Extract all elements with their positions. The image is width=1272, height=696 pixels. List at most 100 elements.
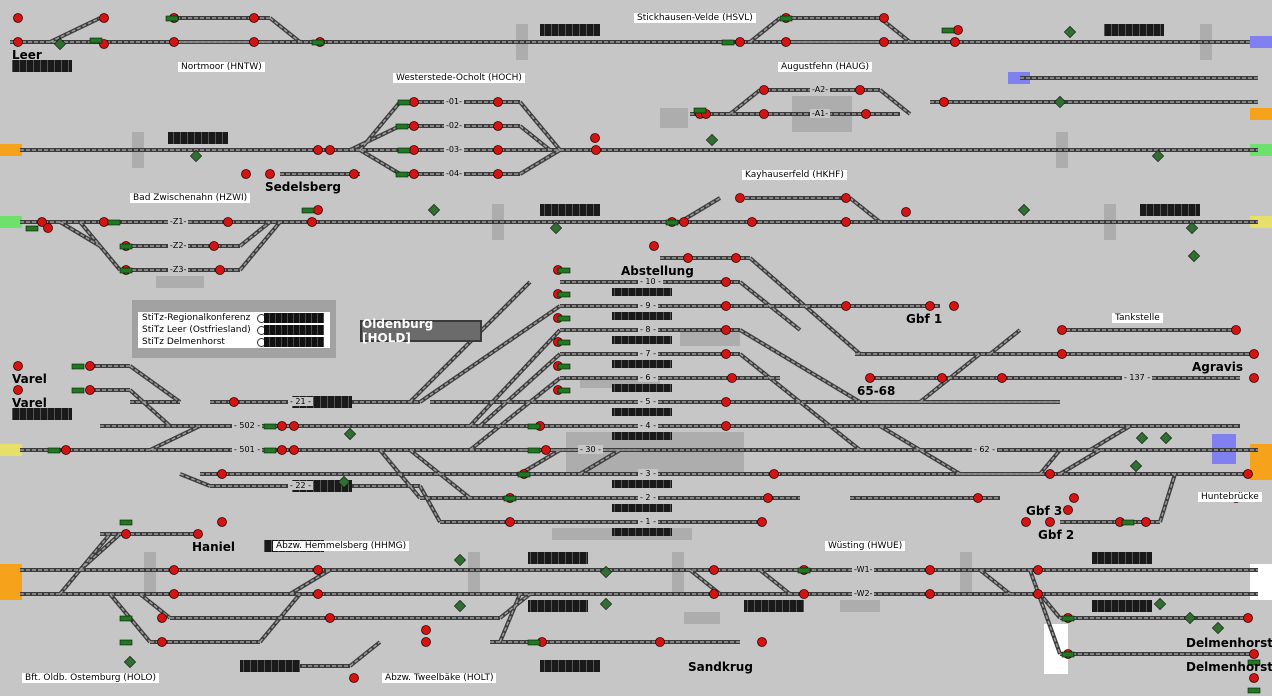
dwarf-signal-icon[interactable] — [1017, 203, 1031, 217]
track-label-7[interactable]: - 7 - — [638, 349, 658, 358]
signal-icon[interactable] — [217, 469, 227, 479]
track-label-z3[interactable]: -Z3- — [168, 265, 189, 274]
track-label-a1[interactable]: -A1- — [810, 109, 831, 118]
signal-icon[interactable] — [731, 253, 741, 263]
track-label-03[interactable]: -03- — [444, 145, 464, 154]
signal-icon[interactable] — [763, 493, 773, 503]
track-label-22[interactable]: - 22 - — [288, 481, 314, 490]
signal-icon[interactable] — [37, 217, 47, 227]
signal-icon[interactable] — [493, 121, 503, 131]
signal-icon[interactable] — [735, 37, 745, 47]
dwarf-signal-icon[interactable] — [1211, 621, 1225, 635]
signal-icon[interactable] — [277, 445, 287, 455]
dwarf-signal-icon[interactable] — [453, 553, 467, 567]
dwarf-signal-icon[interactable] — [549, 221, 563, 235]
signal-icon[interactable] — [721, 421, 731, 431]
signal-icon[interactable] — [1231, 325, 1241, 335]
signal-icon[interactable] — [781, 37, 791, 47]
track-label-501[interactable]: - 501 - — [232, 445, 263, 454]
signal-icon[interactable] — [229, 397, 239, 407]
signal-icon[interactable] — [865, 373, 875, 383]
track-label-502[interactable]: - 502 - — [232, 421, 263, 430]
signal-icon[interactable] — [13, 385, 23, 395]
signal-icon[interactable] — [493, 169, 503, 179]
signal-icon[interactable] — [721, 325, 731, 335]
dwarf-signal-icon[interactable] — [1185, 221, 1199, 235]
signal-icon[interactable] — [157, 637, 167, 647]
signal-icon[interactable] — [925, 589, 935, 599]
signal-icon[interactable] — [61, 445, 71, 455]
signal-icon[interactable] — [1243, 613, 1253, 623]
signal-icon[interactable] — [13, 361, 23, 371]
signal-icon[interactable] — [121, 529, 131, 539]
track-label-62[interactable]: - 62 - — [972, 445, 998, 454]
track-label-6[interactable]: - 6 - — [638, 373, 658, 382]
signal-icon[interactable] — [759, 109, 769, 119]
dwarf-signal-icon[interactable] — [453, 599, 467, 613]
signal-icon[interactable] — [757, 517, 767, 527]
dwarf-signal-icon[interactable] — [123, 655, 137, 669]
track-label-z2[interactable]: -Z2- — [168, 241, 189, 250]
dwarf-signal-icon[interactable] — [337, 475, 351, 489]
signal-icon[interactable] — [99, 217, 109, 227]
signal-icon[interactable] — [215, 265, 225, 275]
signal-icon[interactable] — [169, 565, 179, 575]
signal-icon[interactable] — [421, 625, 431, 635]
track-label-21[interactable]: - 21 - — [288, 397, 314, 406]
signal-icon[interactable] — [289, 445, 299, 455]
signal-icon[interactable] — [799, 589, 809, 599]
signal-icon[interactable] — [721, 277, 731, 287]
signal-icon[interactable] — [13, 13, 23, 23]
signal-icon[interactable] — [169, 589, 179, 599]
signal-icon[interactable] — [307, 217, 317, 227]
signal-icon[interactable] — [1021, 517, 1031, 527]
dwarf-signal-icon[interactable] — [1053, 95, 1067, 109]
track-label-z1[interactable]: -Z1- — [168, 217, 189, 226]
signal-icon[interactable] — [99, 13, 109, 23]
signal-icon[interactable] — [721, 301, 731, 311]
track-label-2[interactable]: - 2 - — [638, 493, 658, 502]
signal-icon[interactable] — [313, 589, 323, 599]
signal-icon[interactable] — [949, 301, 959, 311]
signal-icon[interactable] — [421, 637, 431, 647]
dwarf-signal-icon[interactable] — [1159, 431, 1173, 445]
signal-icon[interactable] — [950, 37, 960, 47]
signal-icon[interactable] — [841, 193, 851, 203]
signal-icon[interactable] — [1069, 493, 1079, 503]
signal-icon[interactable] — [953, 25, 963, 35]
signal-icon[interactable] — [1249, 673, 1259, 683]
signal-icon[interactable] — [313, 205, 323, 215]
signal-icon[interactable] — [973, 493, 983, 503]
signal-icon[interactable] — [85, 361, 95, 371]
signal-icon[interactable] — [649, 241, 659, 251]
signal-icon[interactable] — [1063, 505, 1073, 515]
track-label-137[interactable]: - 137 - — [1122, 373, 1153, 382]
signal-icon[interactable] — [409, 97, 419, 107]
signal-icon[interactable] — [249, 37, 259, 47]
signal-icon[interactable] — [249, 13, 259, 23]
signal-icon[interactable] — [85, 385, 95, 395]
dwarf-signal-icon[interactable] — [1151, 149, 1165, 163]
signal-icon[interactable] — [879, 37, 889, 47]
signal-icon[interactable] — [709, 565, 719, 575]
signal-icon[interactable] — [590, 133, 600, 143]
signal-icon[interactable] — [1057, 349, 1067, 359]
signal-icon[interactable] — [313, 145, 323, 155]
signal-icon[interactable] — [541, 445, 551, 455]
signal-icon[interactable] — [997, 373, 1007, 383]
signal-icon[interactable] — [1033, 589, 1043, 599]
signal-icon[interactable] — [157, 613, 167, 623]
track-label-5[interactable]: - 5 - — [638, 397, 658, 406]
signal-icon[interactable] — [1045, 469, 1055, 479]
dwarf-signal-icon[interactable] — [705, 133, 719, 147]
signal-icon[interactable] — [655, 637, 665, 647]
dwarf-signal-icon[interactable] — [53, 37, 67, 51]
signal-icon[interactable] — [43, 223, 53, 233]
track-label-w2[interactable]: -W2- — [852, 589, 875, 598]
signal-icon[interactable] — [13, 37, 23, 47]
signal-icon[interactable] — [939, 97, 949, 107]
signal-icon[interactable] — [349, 673, 359, 683]
track-label-02[interactable]: -02- — [444, 121, 464, 130]
signal-icon[interactable] — [721, 397, 731, 407]
dwarf-signal-icon[interactable] — [1135, 431, 1149, 445]
